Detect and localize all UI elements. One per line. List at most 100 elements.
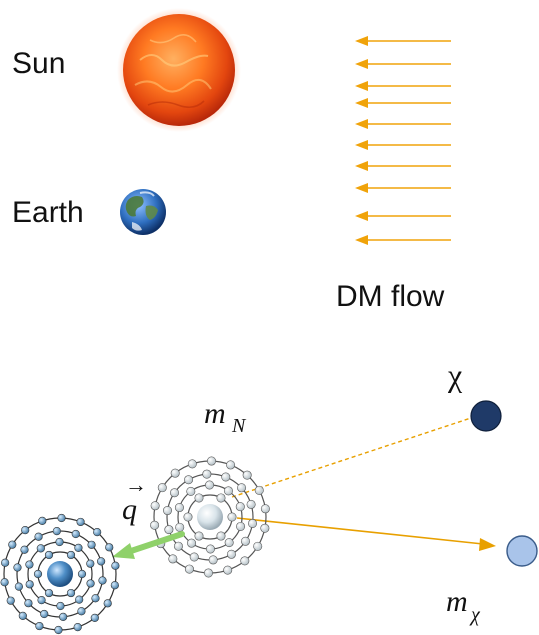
electron — [105, 543, 114, 552]
electron — [36, 544, 45, 553]
electron — [173, 541, 183, 551]
electron — [189, 552, 199, 562]
dm-flow-arrow — [355, 98, 451, 108]
electron — [57, 513, 66, 523]
svg-text:m: m — [446, 585, 468, 618]
electron — [207, 456, 217, 466]
electron — [150, 520, 160, 530]
recoiling-atom-icon — [0, 513, 120, 635]
svg-text:χ: χ — [469, 604, 481, 626]
electron — [87, 540, 96, 549]
electron — [203, 568, 213, 578]
electron — [86, 579, 95, 588]
electron — [37, 596, 46, 605]
outgoing-dm-trajectory — [236, 517, 496, 551]
dm-flow-arrow — [355, 119, 451, 129]
electron — [248, 518, 258, 528]
earth-globe-icon — [120, 189, 166, 235]
electron — [25, 580, 34, 589]
electron — [52, 527, 61, 536]
electron — [187, 538, 197, 548]
electron — [236, 521, 246, 531]
dm-flow-arrow — [355, 161, 451, 171]
sun-icon — [117, 8, 241, 132]
electron — [8, 540, 17, 549]
electron — [59, 612, 68, 621]
electron — [227, 512, 237, 522]
electron — [97, 557, 106, 566]
electron — [76, 517, 85, 527]
electron — [226, 460, 236, 470]
dm-flow-arrow — [355, 211, 451, 221]
electron — [157, 483, 167, 493]
electron — [221, 472, 231, 482]
incoming-dm-particle-icon — [470, 400, 502, 432]
electron — [170, 468, 180, 478]
electron — [75, 595, 84, 604]
electron — [1, 558, 10, 567]
electron — [74, 543, 83, 552]
electron — [216, 531, 226, 541]
electron — [260, 523, 270, 533]
electron — [55, 537, 64, 547]
electron — [184, 564, 194, 574]
electron — [38, 516, 47, 525]
dm-flow-arrows — [355, 36, 451, 245]
electron — [14, 582, 23, 591]
svg-text:N: N — [231, 415, 247, 437]
electron — [187, 459, 197, 469]
electron — [168, 554, 178, 564]
electron — [44, 588, 54, 598]
dm-flow-arrow — [355, 140, 451, 150]
electron — [223, 486, 233, 496]
chi-label: χ — [447, 357, 463, 393]
dm-flow-label: DM flow — [336, 280, 445, 313]
electron — [56, 601, 65, 611]
electron — [54, 625, 63, 635]
electron — [86, 559, 95, 568]
electron — [6, 596, 15, 605]
dm-flow-arrow — [355, 36, 451, 46]
svg-text:q: q — [122, 493, 137, 526]
electron — [208, 555, 218, 565]
electron — [77, 569, 87, 579]
earth-label: Earth — [12, 196, 84, 229]
electron — [98, 576, 107, 585]
electron — [13, 563, 22, 572]
nucleus — [197, 504, 223, 530]
m-n-label: m N — [204, 397, 247, 437]
electron — [194, 493, 204, 503]
electron — [237, 483, 247, 493]
electron — [35, 621, 44, 631]
electron — [40, 609, 49, 619]
target-atom-icon — [150, 456, 270, 578]
momentum-transfer-arrow — [112, 531, 185, 559]
svg-text:m: m — [204, 397, 226, 430]
electron — [240, 536, 250, 546]
electron — [170, 488, 180, 498]
electron — [20, 545, 29, 554]
electron — [24, 599, 33, 608]
electron — [111, 561, 120, 570]
incoming-dm-trajectory — [231, 416, 475, 498]
electron — [0, 578, 9, 587]
electron — [73, 623, 82, 632]
electron — [242, 470, 252, 480]
electron — [103, 599, 112, 608]
electron — [205, 544, 215, 554]
dm-flow-arrow — [355, 235, 451, 245]
electron — [18, 611, 27, 620]
electron — [184, 475, 194, 485]
sun-label: Sun — [12, 47, 65, 80]
electron — [226, 549, 236, 559]
electron — [77, 607, 86, 616]
electron — [25, 560, 34, 569]
electron — [186, 486, 196, 496]
electron — [253, 541, 263, 551]
m-chi-label: m χ — [446, 585, 481, 626]
electron — [34, 532, 43, 541]
electron — [66, 588, 76, 598]
electron — [33, 569, 43, 579]
electron — [240, 556, 250, 566]
